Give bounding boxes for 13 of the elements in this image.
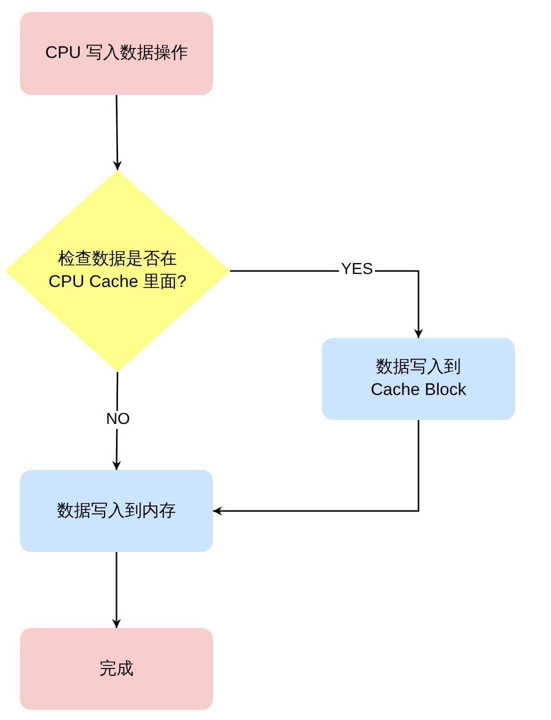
- process-box: [322, 338, 515, 420]
- step-text: CPU 写入数据操作: [45, 42, 188, 64]
- process-box: [20, 628, 213, 710]
- process-box: [20, 470, 213, 552]
- arrow: [213, 420, 420, 516]
- process-box: [20, 12, 213, 95]
- arrow: [112, 94, 122, 170]
- step-text: 数据写入到 Cache Block: [370, 356, 468, 401]
- step-text: 数据写入到内存: [57, 500, 176, 522]
- step-text: 完成: [100, 658, 134, 680]
- decision-question: 检查数据是否在 CPU Cache 里面?: [48, 248, 188, 293]
- arrow: [112, 552, 121, 628]
- edge-label: NO: [104, 411, 132, 429]
